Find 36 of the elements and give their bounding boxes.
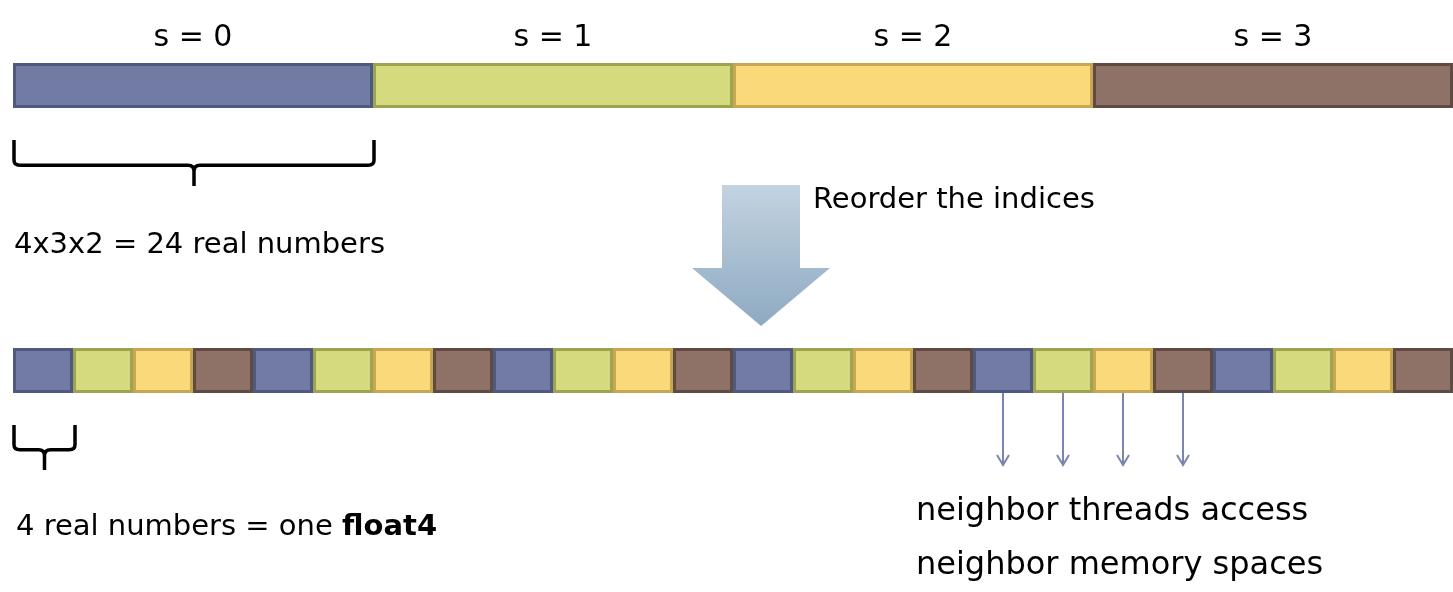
memory-cell bbox=[313, 348, 373, 393]
memory-cell bbox=[973, 348, 1033, 393]
memory-cell bbox=[433, 348, 493, 393]
memory-cell bbox=[1033, 348, 1093, 393]
memory-cell bbox=[1093, 348, 1153, 393]
memory-cell bbox=[673, 348, 733, 393]
arrow bbox=[1116, 392, 1130, 466]
memory-cell bbox=[733, 348, 793, 393]
memory-cell bbox=[13, 348, 73, 393]
memory-cell bbox=[913, 348, 973, 393]
memory-cell bbox=[853, 348, 913, 393]
memory-cell bbox=[1153, 348, 1213, 393]
arrow bbox=[1056, 392, 1070, 466]
brace-caption: 4x3x2 = 24 real numbers bbox=[14, 226, 385, 260]
segment-heading: s = 1 bbox=[512, 18, 594, 53]
segment-heading: s = 2 bbox=[872, 18, 954, 53]
note-text: neighbor threads access neighbor memory spaces bbox=[916, 489, 1325, 584]
memory-cell bbox=[1393, 348, 1453, 393]
memory-cell bbox=[133, 348, 193, 393]
memory-cell bbox=[1273, 348, 1333, 393]
memory-cell bbox=[373, 348, 433, 393]
segment-heading: s = 3 bbox=[1232, 18, 1314, 53]
memory-cell bbox=[1213, 348, 1273, 393]
arrow bbox=[1176, 392, 1190, 466]
memory-cell bbox=[613, 348, 673, 393]
brace-caption: 4 real numbers = one float4 bbox=[16, 508, 438, 542]
memory-cell bbox=[493, 348, 553, 393]
memory-cell bbox=[553, 348, 613, 393]
memory-cell bbox=[793, 348, 853, 393]
memory-cell bbox=[1333, 348, 1393, 393]
segment-heading: s = 0 bbox=[152, 18, 234, 53]
arrow-caption: Reorder the indices bbox=[813, 181, 1095, 215]
memory-cell bbox=[73, 348, 133, 393]
arrow bbox=[996, 392, 1010, 466]
memory-cell bbox=[193, 348, 253, 393]
memory-cell bbox=[253, 348, 313, 393]
